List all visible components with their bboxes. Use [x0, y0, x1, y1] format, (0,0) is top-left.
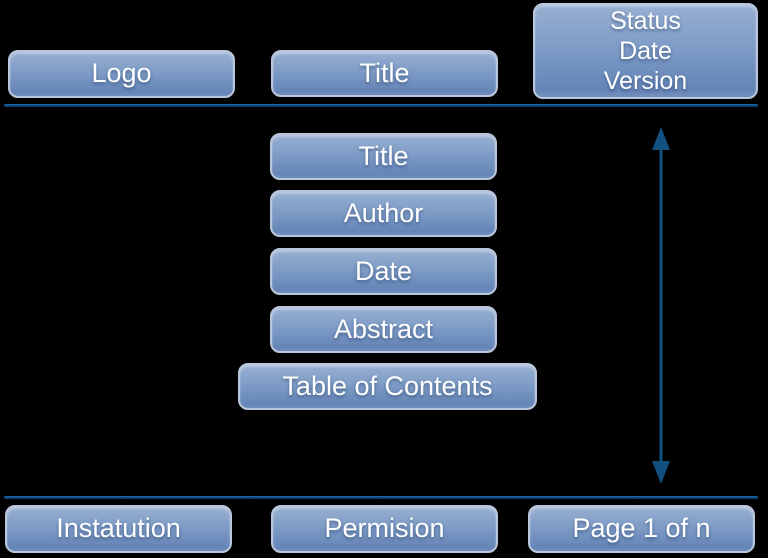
- body-title-box: Title: [270, 133, 497, 180]
- vertical-double-arrow: [652, 127, 670, 484]
- author-box: Author: [270, 190, 497, 237]
- header-separator-line: [4, 104, 758, 107]
- header-title-box: Title: [271, 50, 498, 97]
- page-number-box: Page 1 of n: [528, 505, 755, 553]
- status-date-version-box: Status Date Version: [533, 3, 758, 99]
- version-line: Version: [603, 67, 688, 95]
- abstract-box: Abstract: [270, 306, 497, 353]
- footer-separator-line: [4, 496, 758, 499]
- date-line: Date: [619, 37, 672, 65]
- logo-box: Logo: [8, 50, 235, 98]
- status-line: Status: [610, 7, 681, 35]
- institution-box: Instatution: [5, 505, 232, 553]
- date-box: Date: [270, 248, 497, 295]
- table-of-contents-box: Table of Contents: [238, 363, 537, 410]
- permission-box: Permision: [271, 505, 498, 553]
